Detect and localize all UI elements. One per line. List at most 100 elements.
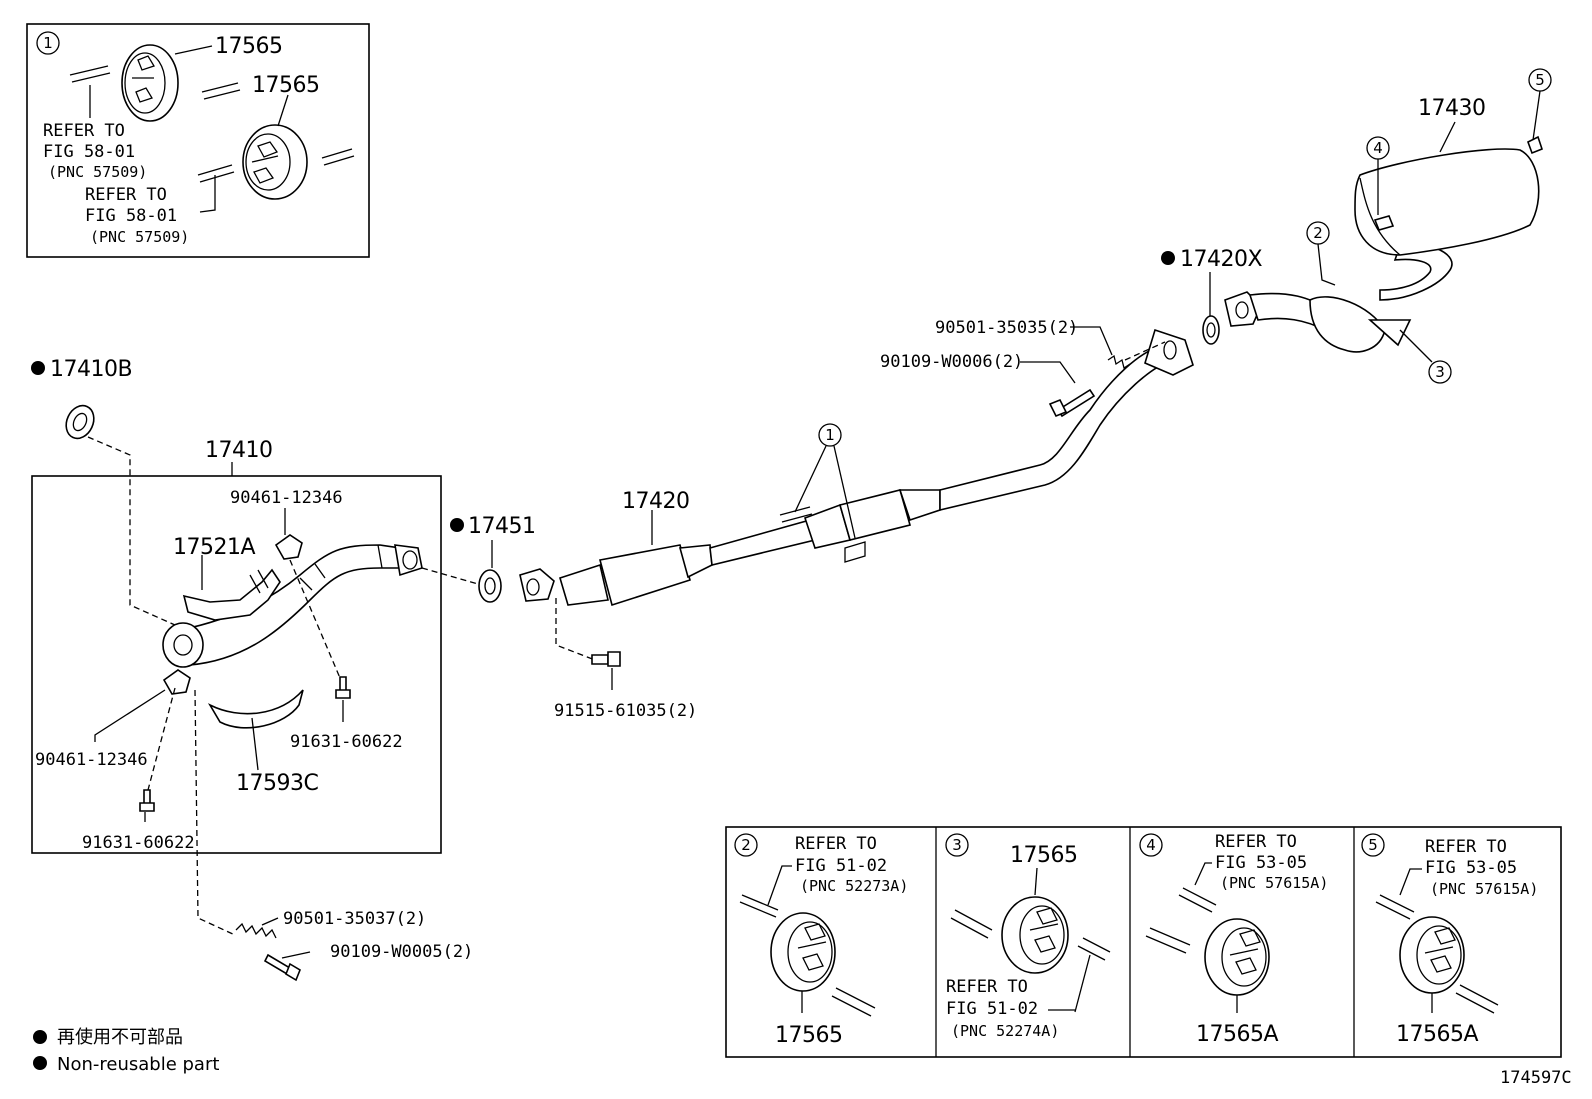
gasket-icon: [1202, 315, 1220, 345]
spring-icon: [1107, 354, 1131, 370]
gasket-17451: 17451: [421, 514, 536, 603]
bolt-icon: [263, 953, 301, 982]
part-label: 17565: [1010, 843, 1078, 868]
front-pipe-group: 17410B 17410: [31, 357, 473, 982]
gasket-icon: [65, 404, 95, 440]
refer-label: REFER TO: [1425, 837, 1507, 857]
part-label: 90461-12346: [35, 750, 148, 770]
part-label: 90109-W0006(2): [880, 352, 1023, 372]
muffler-17430: 17430 2 3 4 5: [1224, 68, 1552, 384]
part-label: 91631-60622: [290, 732, 403, 752]
part-label: 91631-60622: [82, 833, 195, 853]
inset-2: 2 REFER TO FIG 51-02 (PNC 52273A) 17565: [734, 833, 908, 1048]
callout-circle-icon: [1428, 360, 1452, 384]
filled-circle-icon: [1161, 251, 1175, 265]
refer-label: FIG 51-02: [946, 999, 1038, 1019]
rubber-hanger-icon: [1399, 916, 1465, 994]
callout-number: 4: [1373, 139, 1383, 157]
part-label: 17565: [775, 1023, 843, 1048]
inset-1-circle-icon: [36, 31, 60, 55]
part-label: 17565: [252, 73, 320, 98]
part-label: 17565: [215, 34, 283, 59]
part-label: 17521A: [173, 535, 255, 560]
upper-fasteners: 90501-35035(2) 90109-W0006(2): [880, 318, 1166, 418]
heat-insulator-icon: [182, 568, 281, 621]
inset-3-circle-icon: [945, 833, 969, 857]
heat-insulator-icon: [207, 689, 304, 729]
figure-id: 174597C: [1500, 1068, 1572, 1088]
inset-4: 4 REFER TO FIG 53-05 (PNC 57615A) 17565A: [1139, 832, 1328, 1047]
inset-circle-number: 5: [1368, 836, 1378, 854]
gasket-icon: [478, 569, 502, 603]
refer-label: (PNC 57509): [90, 228, 189, 246]
callout-circle-icon: [818, 423, 842, 447]
filled-circle-icon: [33, 1056, 47, 1070]
inset-2-circle-icon: [734, 833, 758, 857]
part-label: 17420X: [1180, 247, 1262, 272]
callout-number: 1: [825, 426, 835, 444]
refer-label: REFER TO: [946, 977, 1028, 997]
inset-circle-number: 2: [741, 836, 751, 854]
bolt-icon: [591, 651, 621, 667]
part-label: 17410: [205, 438, 273, 463]
refer-label: (PNC 52273A): [800, 877, 908, 895]
inset-5-circle-icon: [1361, 833, 1385, 857]
callout-number: 2: [1313, 224, 1323, 242]
rubber-hanger-icon: [121, 44, 179, 122]
refer-label: REFER TO: [85, 185, 167, 205]
refer-label: REFER TO: [1215, 832, 1297, 852]
inset-circle-number: 3: [952, 836, 962, 854]
refer-label: FIG 53-05: [1425, 858, 1517, 878]
refer-label: (PNC 57615A): [1220, 874, 1328, 892]
filled-circle-icon: [31, 361, 45, 375]
refer-label: FIG 58-01: [85, 206, 177, 226]
part-label: 90461-12346: [230, 488, 343, 508]
rubber-hanger-icon: [242, 124, 308, 200]
filled-circle-icon: [33, 1030, 47, 1044]
part-label: 90501-35037(2): [283, 909, 426, 929]
inset-circle-number: 4: [1146, 836, 1156, 854]
refer-label: FIG 58-01: [43, 142, 135, 162]
bottom-insets: 2 REFER TO FIG 51-02 (PNC 52273A) 17565 …: [725, 826, 1562, 1058]
hanger-rod-icon: [739, 894, 876, 1017]
inset-4-circle-icon: [1139, 833, 1163, 857]
refer-label: (PNC 52274A): [951, 1022, 1059, 1040]
part-label: 91515-61035(2): [554, 701, 697, 721]
part-label: 17420: [622, 489, 690, 514]
rubber-hanger-icon: [1001, 896, 1069, 974]
part-label: 90109-W0005(2): [330, 942, 473, 962]
rubber-hanger-icon: [1204, 918, 1270, 996]
inset-1-circle-number: 1: [43, 34, 53, 52]
refer-label: (PNC 57615A): [1430, 880, 1538, 898]
inset-1: 1 17565 17565 REFER TO FIG 58-01 (PNC: [26, 23, 370, 258]
part-label: 17451: [468, 514, 536, 539]
callout-number: 5: [1535, 71, 1545, 89]
legend-jp: 再使用不可部品: [57, 1027, 183, 1048]
hanger-rod-icon: [69, 65, 355, 183]
part-label: 17430: [1418, 96, 1486, 121]
gasket-17420X: 17420X: [1161, 247, 1263, 345]
part-label: 17410B: [50, 357, 132, 382]
spring-icon: [235, 922, 277, 939]
refer-label: (PNC 57509): [48, 163, 147, 181]
bolt-icon: [1048, 388, 1096, 418]
part-label: 17593C: [236, 771, 318, 796]
refer-label: REFER TO: [43, 121, 125, 141]
part-label: 90501-35035(2): [935, 318, 1078, 338]
hanger-rod-icon: [1375, 894, 1499, 1014]
part-label: 17565A: [1396, 1022, 1478, 1047]
center-pipe-icon: [519, 328, 1194, 607]
refer-label: FIG 51-02: [795, 856, 887, 876]
refer-label: REFER TO: [795, 834, 877, 854]
legend: 再使用不可部品 Non-reusable part: [33, 1027, 219, 1075]
clamp-icon: [162, 534, 303, 695]
muffler-icon: [1224, 135, 1543, 353]
hanger-rod-icon: [1145, 887, 1217, 954]
part-label: 17565A: [1196, 1022, 1278, 1047]
refer-label: FIG 53-05: [1215, 853, 1307, 873]
inset-3: 3 17565 REFER TO FIG 51-02 (PNC 52274A): [945, 833, 1111, 1040]
callout-number: 3: [1435, 363, 1445, 381]
legend-en: Non-reusable part: [57, 1054, 219, 1075]
hanger-rod-icon: [950, 909, 1111, 961]
